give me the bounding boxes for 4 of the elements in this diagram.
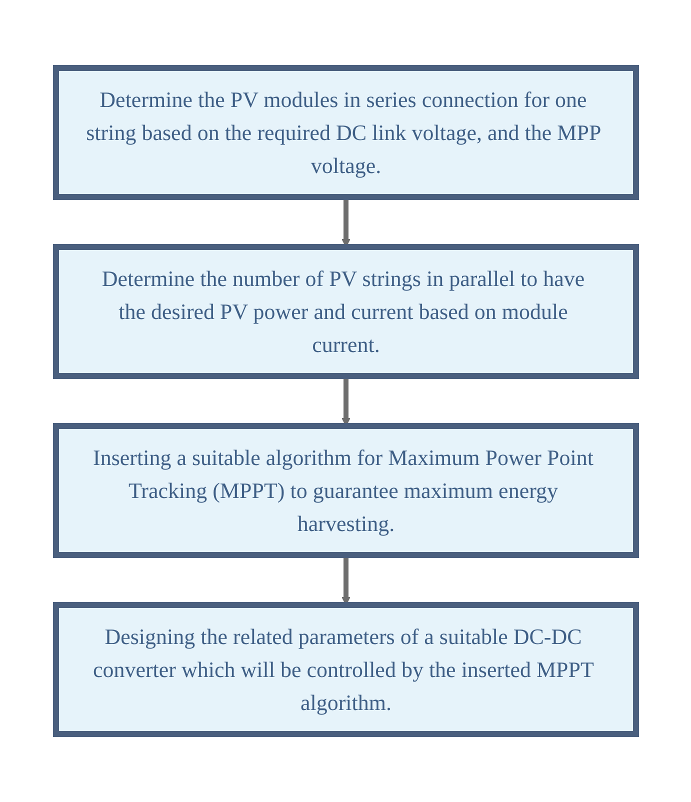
node-box: Inserting a suitable algorithm for Maximum Power Point Tracking (MPPT) to guarantee maximum energy harvesting. — [52, 423, 638, 558]
node-box: Designing the related parameters of a suitable DC-DC converter which will be controlled by the inserted MPPT algorithm. — [52, 602, 638, 737]
node-box: Determine the PV modules in series connection for one string based on the required DC link voltage, and the MPP voltage. — [52, 65, 638, 200]
node-box: Determine the number of PV strings in parallel to have the desired PV power and current based on module current. — [52, 244, 638, 379]
